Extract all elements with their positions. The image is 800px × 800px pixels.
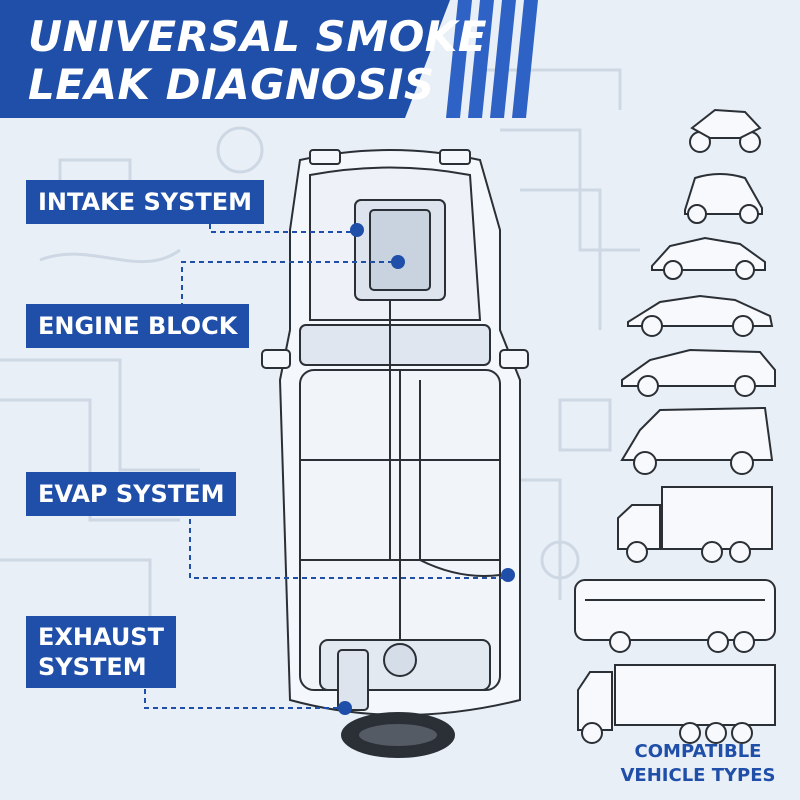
page-title-line1: UNIVERSAL SMOKE (28, 12, 488, 61)
compatible-line2: VEHICLE TYPES (620, 765, 776, 786)
semi-truck-icon (577, 664, 776, 744)
title-banner (0, 0, 450, 118)
box-truck-icon (617, 486, 773, 563)
wagon-icon (621, 348, 776, 397)
banner-stripes (446, 0, 538, 118)
evap-system-label: EVAP SYSTEM (26, 472, 237, 516)
intake-system-label: INTAKE SYSTEM (26, 180, 265, 224)
engine-block-label: ENGINE BLOCK (26, 304, 250, 348)
microcar-icon (684, 173, 763, 224)
compatible-line1: COMPATIBLE (634, 741, 762, 762)
hatchback-icon (651, 236, 766, 280)
motorcycle-icon (689, 108, 762, 153)
exhaust-label-line1: EXHAUST (38, 623, 164, 651)
exhaust-label-line2: SYSTEM (38, 653, 147, 681)
compatible-vehicle-types-caption: COMPATIBLE VEHICLE TYPES (610, 740, 786, 788)
exhaust-system-label: EXHAUST SYSTEM (26, 616, 176, 688)
page-title-line2: LEAK DIAGNOSIS (28, 60, 435, 109)
bus-icon (574, 579, 776, 653)
sedan-icon (627, 294, 774, 337)
van-icon (620, 406, 774, 475)
